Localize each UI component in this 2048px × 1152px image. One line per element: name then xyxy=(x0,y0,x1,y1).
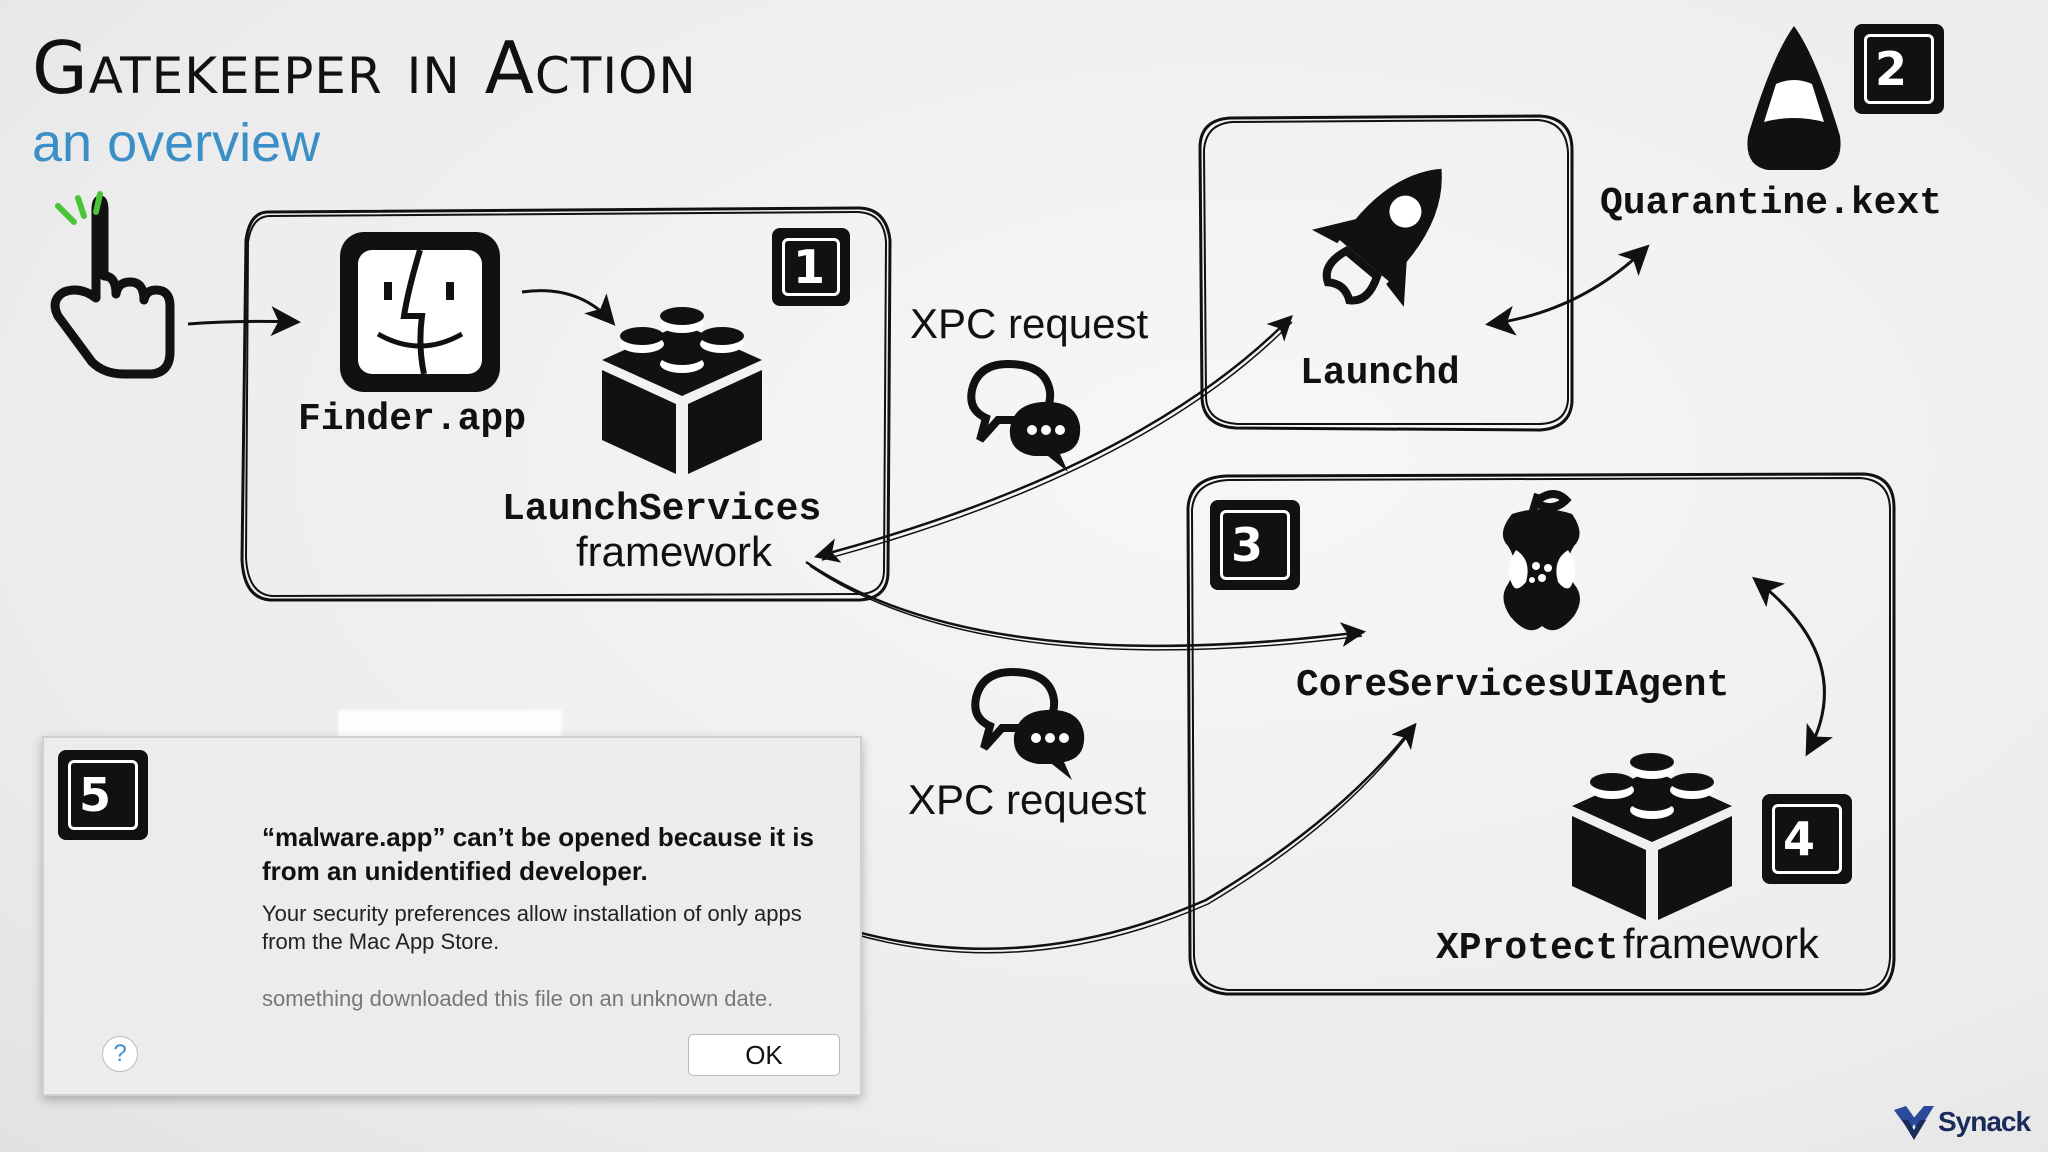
step-badge-5: 5 xyxy=(58,750,148,840)
coreservices-label: CoreServicesUIAgent xyxy=(1296,664,1730,707)
finder-icon xyxy=(340,232,500,392)
arrow-quarantine-launchd xyxy=(1485,244,1650,336)
chat-bubbles-icon xyxy=(967,359,1081,472)
synack-logo-icon xyxy=(1894,1106,1934,1140)
arrow-hand-to-finder xyxy=(187,306,301,337)
arrow-coreservices-xprotect xyxy=(1752,576,1834,757)
page-subtitle: an overview xyxy=(32,113,321,173)
lego-brick-icon xyxy=(1572,753,1732,920)
xpc-request-label-bottom: XPC request xyxy=(908,776,1147,823)
xprotect-name: XProtect xyxy=(1436,927,1619,970)
chat-bubbles-icon xyxy=(971,667,1085,780)
xpc-request-label-top: XPC request xyxy=(910,300,1149,347)
step-badge-3: 3 xyxy=(1210,500,1300,590)
dialog-note: something downloaded this file on an unk… xyxy=(262,986,774,1011)
launchservices-sublabel: framework xyxy=(576,528,773,575)
synack-brand: Synack xyxy=(1938,1106,2031,1137)
step-badge-4: 4 xyxy=(1762,794,1852,884)
arrow-launchservices-coreservices xyxy=(805,560,1367,651)
candy-corn-icon xyxy=(1747,26,1841,170)
quarantine-label: Quarantine.kext xyxy=(1600,182,1943,225)
finder-label: Finder.app xyxy=(298,398,527,441)
page-title: Gatekeeper in Action xyxy=(32,26,697,110)
launchd-label: Launchd xyxy=(1300,352,1460,395)
apple-core-icon xyxy=(1502,490,1580,631)
tap-hand-icon xyxy=(50,191,175,379)
lego-brick-icon xyxy=(602,307,762,474)
help-button[interactable]: ? xyxy=(102,1036,138,1072)
box-launchd xyxy=(1198,114,1574,432)
dialog-title: “malware.app” can’t be opened because it… xyxy=(262,822,814,886)
arrow-launchservices-launchd xyxy=(813,315,1293,563)
ok-button[interactable]: OK xyxy=(688,1034,840,1076)
xprotect-label: XProtect framework xyxy=(1436,920,1819,970)
step-badge-1: 1 xyxy=(772,228,850,306)
launchservices-label: LaunchServices xyxy=(502,488,822,531)
arrow-finder-to-launchservices xyxy=(521,289,616,326)
rocket-icon xyxy=(1311,168,1442,307)
xprotect-suffix: framework xyxy=(1622,920,1819,967)
arrow-dialog-coreservices xyxy=(798,722,1417,954)
dialog-message: Your security preferences allow installa… xyxy=(262,901,802,954)
step-badge-2: 2 xyxy=(1854,24,1944,114)
